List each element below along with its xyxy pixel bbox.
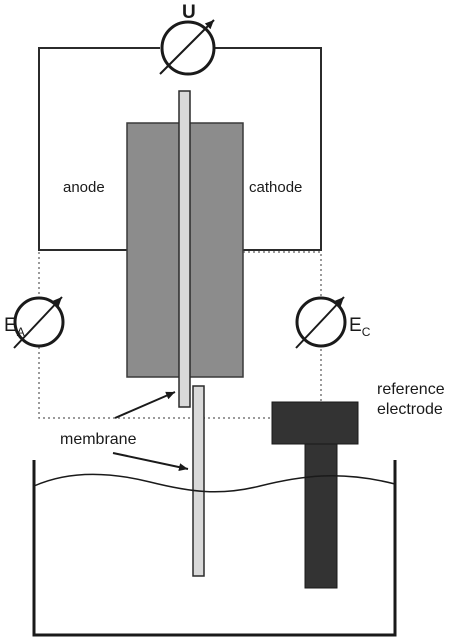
- membrane-arrow-upper: [114, 391, 176, 419]
- ec-label: EC: [349, 315, 371, 339]
- ea-label: EA: [4, 315, 25, 339]
- ea-label-main: E: [4, 315, 17, 336]
- membrane-upper: [178, 90, 191, 408]
- reference-electrode-stem: [304, 443, 338, 589]
- ec-label-sub: C: [362, 325, 371, 339]
- reference-electrode: [271, 401, 359, 589]
- membrane-lower: [192, 385, 205, 577]
- ea-label-sub: A: [17, 325, 25, 339]
- voltmeter-u-arrow: [159, 19, 215, 75]
- voltmeter-u-label: U: [182, 2, 196, 23]
- membrane-label: membrane: [60, 431, 137, 448]
- outer-circuit: [38, 47, 322, 251]
- cathode-wire-to-voltmeter: [215, 47, 322, 251]
- voltmeter-u: [159, 19, 216, 76]
- ec-label-main: E: [349, 315, 362, 336]
- cathode-dotted-wire: [243, 251, 322, 402]
- voltmeter-ea-arrow: [13, 296, 63, 349]
- electrolyte-container: [32, 460, 397, 637]
- electrolyte-surface: [33, 473, 396, 493]
- voltmeter-ec: [295, 296, 347, 349]
- reference-electrode-cap: [271, 401, 359, 445]
- reference-label-line2: electrode: [377, 401, 443, 418]
- anode-label: anode: [63, 179, 105, 196]
- voltmeter-u-circle: [160, 20, 216, 76]
- voltmeter-ea: [13, 296, 65, 349]
- reference-label-line1: reference: [377, 381, 445, 398]
- container-walls: [32, 460, 397, 637]
- anode-wire-to-voltmeter: [38, 47, 160, 251]
- membrane-arrow-lower: [112, 452, 189, 472]
- membrane-pointers: [112, 391, 189, 472]
- cathode-label: cathode: [249, 179, 302, 196]
- voltmeter-ec-arrow: [295, 296, 345, 349]
